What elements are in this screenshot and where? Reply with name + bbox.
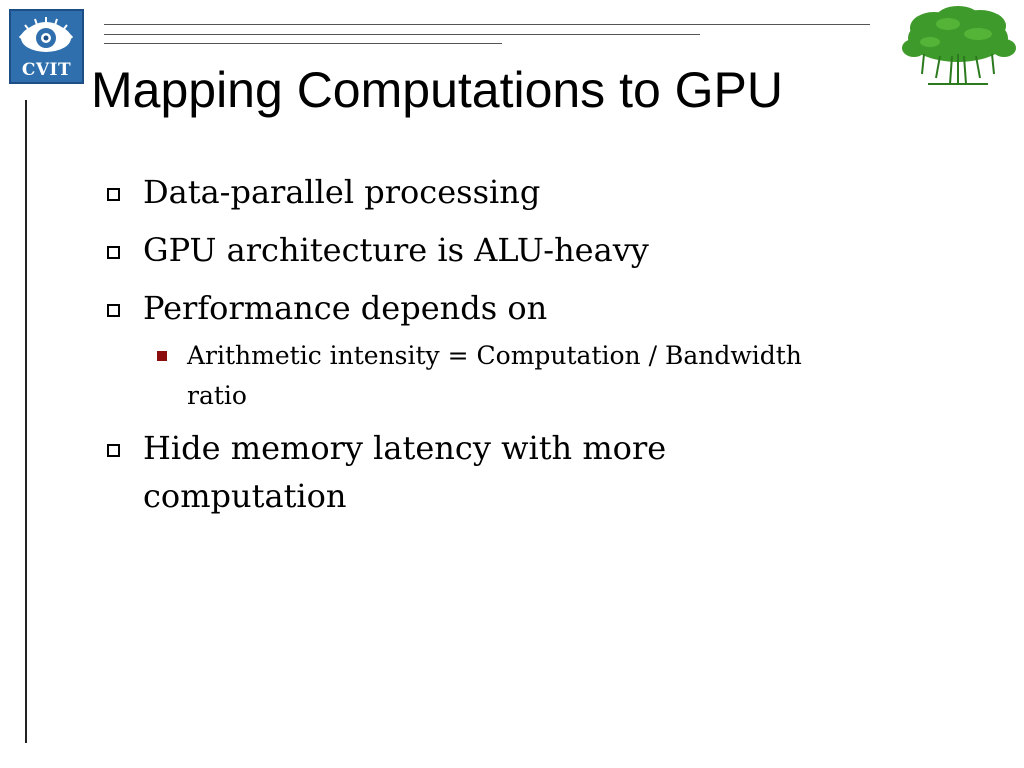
eye-icon bbox=[18, 17, 74, 52]
sub-bullet-item: Arithmetic intensity = Computation / Ban… bbox=[105, 336, 805, 416]
bullet-item: GPU architecture is ALU-heavy bbox=[105, 226, 805, 274]
bullet-text: Hide memory latency with more computatio… bbox=[143, 429, 667, 515]
logo-text: CVIT bbox=[21, 60, 72, 80]
bullet-text: GPU architecture is ALU-heavy bbox=[143, 231, 649, 269]
hollow-square-bullet-icon bbox=[107, 188, 120, 201]
cvit-logo: CVIT bbox=[9, 9, 84, 84]
hollow-square-bullet-icon bbox=[107, 246, 120, 259]
hollow-square-bullet-icon bbox=[107, 444, 120, 457]
header-rule-3 bbox=[104, 43, 502, 44]
hollow-square-bullet-icon bbox=[107, 304, 120, 317]
slide-title: Mapping Computations to GPU bbox=[91, 62, 784, 118]
header-rule-1 bbox=[104, 24, 870, 25]
tree-icon bbox=[902, 6, 1016, 85]
bullet-text: Data-parallel processing bbox=[143, 173, 541, 211]
bullet-item: Data-parallel processing bbox=[105, 168, 805, 216]
left-vertical-rule bbox=[25, 100, 27, 743]
bullet-list: Data-parallel processing GPU architectur… bbox=[105, 168, 805, 530]
header-rule-2 bbox=[104, 34, 700, 35]
bullet-item: Hide memory latency with more computatio… bbox=[105, 424, 805, 520]
filled-square-bullet-icon bbox=[157, 351, 167, 361]
sub-bullet-text: Arithmetic intensity = Computation / Ban… bbox=[187, 341, 802, 410]
bullet-text: Performance depends on bbox=[143, 289, 548, 327]
bullet-item: Performance depends on bbox=[105, 284, 805, 332]
